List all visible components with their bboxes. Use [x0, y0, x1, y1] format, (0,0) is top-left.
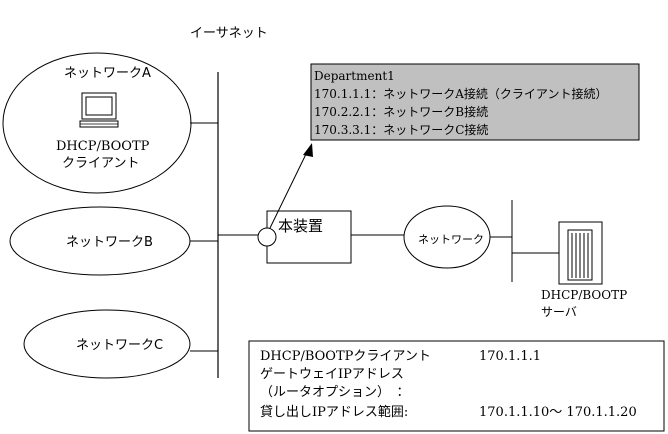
network-c-ellipse — [23, 309, 191, 379]
network-a-label: ネットワークA — [64, 66, 151, 81]
callout-title: Department1 — [314, 69, 395, 83]
callout-line-3: 170.3.3.1：ネットワークC接続 — [314, 122, 488, 137]
network-a-client-line2: クライアント — [62, 156, 139, 171]
info-row4-value: 170.1.1.10～ 170.1.1.20 — [479, 405, 637, 420]
info-row1-value: 170.1.1.1 — [479, 349, 541, 364]
network-label: ネットワーク — [418, 233, 484, 246]
callout-line-1: 170.1.1.1：ネットワークA接続（クライアント接続） — [314, 86, 607, 101]
interface-circle — [257, 227, 277, 247]
callout-arrowhead — [303, 143, 313, 157]
device-box — [266, 210, 352, 264]
computer-icon — [79, 92, 119, 128]
info-row1-label: DHCP/BOOTPクライアント — [260, 349, 431, 364]
server-icon — [558, 221, 603, 285]
device-label: 本装置 — [278, 217, 323, 235]
callout-pointer — [269, 149, 309, 229]
network-b-label: ネットワークB — [66, 235, 153, 250]
network-c-label: ネットワークC — [76, 338, 163, 353]
server-label-line1: DHCP/BOOTP — [541, 288, 627, 302]
info-row3-label: （ルータオプション） ： — [260, 385, 410, 400]
network-a-client-line1: DHCP/BOOTP — [56, 139, 150, 154]
server-label-line2: サーバ — [541, 305, 577, 319]
info-row2-label: ゲートウェイIPアドレス — [260, 367, 404, 382]
info-box — [248, 340, 665, 432]
info-row4-label: 貸し出しIPアドレス範囲: — [260, 404, 408, 420]
callout-box — [310, 63, 640, 141]
callout-line-2: 170.2.2.1：ネットワークB接続 — [314, 104, 488, 119]
ethernet-label: イーサネット — [190, 26, 268, 41]
